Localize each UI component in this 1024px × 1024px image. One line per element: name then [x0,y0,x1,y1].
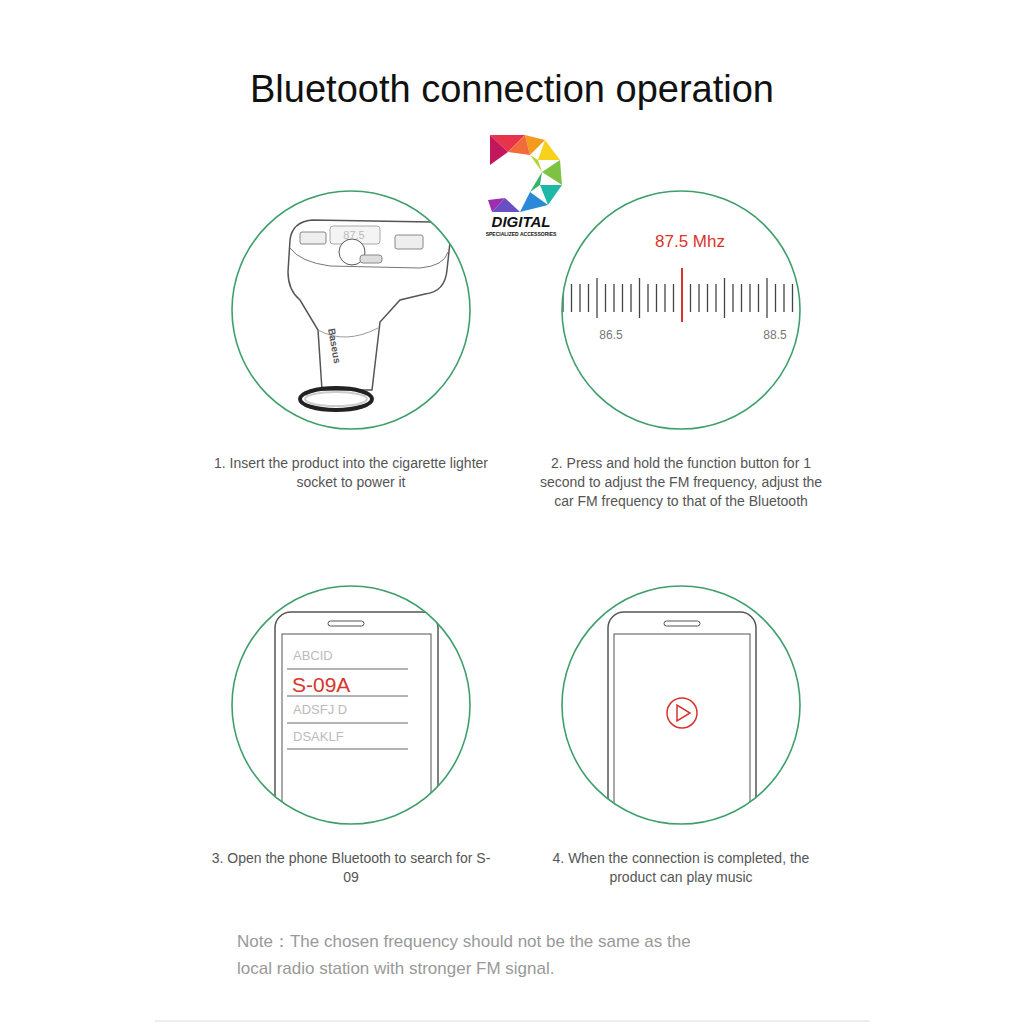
device-list-item: ADSFJ D [293,702,347,718]
logo-subtext: SPECIALIZED ACCESSORIES [486,231,557,237]
tick-mark [783,284,784,312]
tick-mark [732,284,733,312]
step-caption: 4. When the connection is completed, the… [531,849,831,887]
tick-mark [571,284,572,312]
frequency-needle [681,268,683,322]
title: Bluetooth connection operation [0,68,1024,111]
tick-mark [664,284,665,312]
device-list-item: ABCID [293,648,333,664]
tick-mark [673,284,674,312]
tick-mark [622,284,623,312]
tick-mark [749,284,750,312]
bottom-rule [155,1021,870,1022]
scale-value: 88.5 [763,328,786,342]
device-list-item: S-09A [292,672,350,697]
note: Note：The chosen frequency should not be … [237,928,712,982]
tick-mark [775,284,776,312]
tick-mark [724,278,725,318]
logo-mark [488,135,562,212]
logo-text: DIGITAL [492,213,551,231]
scale-value: 86.5 [599,328,622,342]
device-list-item: DSAKLF [293,729,344,745]
circle-outline [231,585,471,825]
tick-mark [656,284,657,312]
circle-outline [231,190,471,430]
circle-outline [561,190,801,430]
tick-mark [596,278,597,318]
tick-mark [630,284,631,312]
tick-mark [758,284,759,312]
step-caption: 3. Open the phone Bluetooth to search fo… [201,849,501,887]
step-caption: 1. Insert the product into the cigarette… [201,454,501,492]
tick-mark [605,284,606,312]
tick-mark [690,284,691,312]
circle-outline [561,585,801,825]
tick-mark [647,284,648,312]
step-caption: 2. Press and hold the function button fo… [531,454,831,511]
tick-mark [613,284,614,312]
tick-mark [792,284,793,312]
phone [275,612,438,874]
phone [608,612,756,874]
step-circle: 4. When the connection is completed, the… [531,585,831,887]
display-reading: 87.5 [343,229,364,242]
tick-mark [707,284,708,312]
tick-mark [588,284,589,312]
tick-mark [741,284,742,312]
tick-mark [715,284,716,312]
tick-mark [579,284,580,312]
frequency-reading: 87.5 Mhz [655,232,725,252]
car-charger [288,220,450,410]
tick-mark [639,278,640,318]
step-circle: 3. Open the phone Bluetooth to search fo… [201,585,501,887]
tick-mark [698,284,699,312]
tick-mark [766,278,767,318]
